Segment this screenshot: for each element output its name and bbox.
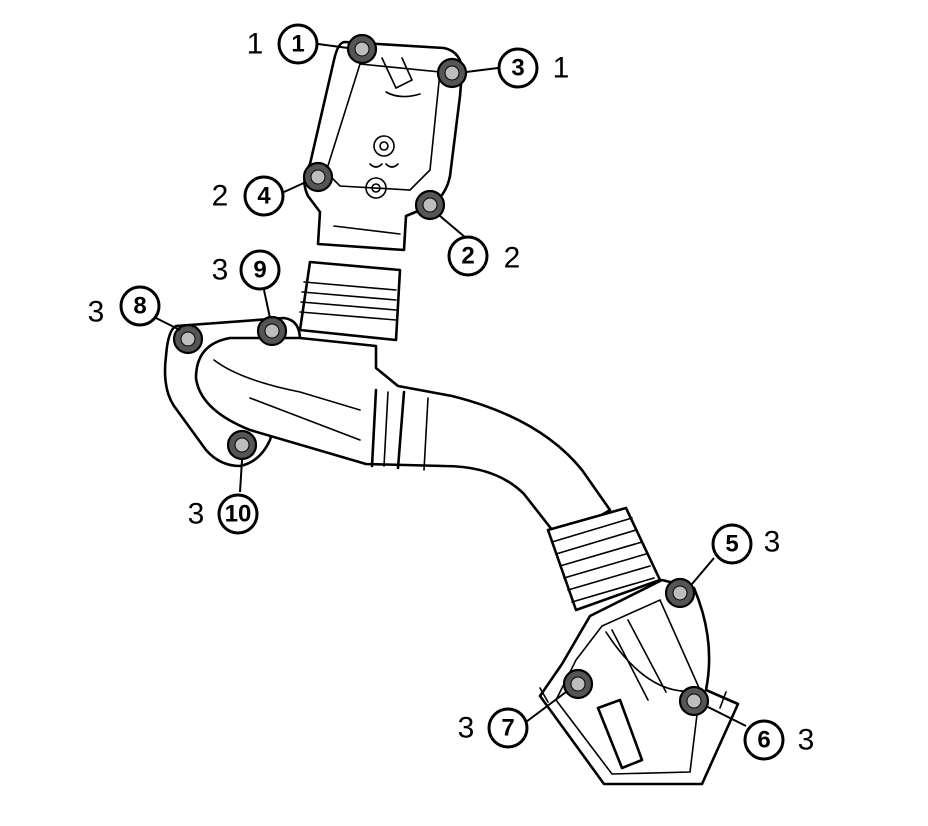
callout-6: 6 3 xyxy=(743,719,815,761)
tightening-sequence: 2 xyxy=(212,180,229,213)
crossover-pipe xyxy=(194,336,612,542)
tightening-sequence: 3 xyxy=(212,254,229,287)
callout-number: 5 xyxy=(725,531,738,558)
bolt-icon xyxy=(562,668,594,700)
callout-number: 8 xyxy=(133,293,146,320)
upper-bellows xyxy=(298,260,402,342)
lower-flange xyxy=(538,578,740,786)
callout-8: 8 3 xyxy=(88,285,161,329)
bolt-icon xyxy=(302,161,334,193)
callout-10: 10 3 xyxy=(188,493,259,535)
tightening-sequence: 2 xyxy=(504,242,521,275)
leader-lines xyxy=(155,43,747,727)
callout-number: 9 xyxy=(253,257,266,284)
callout-2: 2 2 xyxy=(447,235,521,277)
tightening-sequence: 3 xyxy=(798,724,815,757)
bolt-icon xyxy=(414,189,446,221)
callout-9: 9 3 xyxy=(212,249,281,291)
bolt-icon xyxy=(346,33,378,65)
callout-number: 7 xyxy=(501,715,514,742)
callout-7: 7 3 xyxy=(458,707,529,749)
callout-3: 3 1 xyxy=(497,47,570,89)
tightening-sequence: 1 xyxy=(553,52,570,85)
tightening-sequence: 3 xyxy=(458,712,475,745)
callout-number: 4 xyxy=(257,183,271,210)
callout-number: 10 xyxy=(225,501,252,528)
bolt-icon xyxy=(172,323,204,355)
callout-number: 2 xyxy=(461,243,474,270)
bolt-icon xyxy=(226,429,258,461)
bolt-icon xyxy=(678,685,710,717)
callout-4: 4 2 xyxy=(212,175,285,217)
tightening-sequence: 3 xyxy=(188,498,205,531)
callout-5: 5 3 xyxy=(711,523,781,565)
tightening-sequence: 3 xyxy=(88,296,105,329)
bolt-icon xyxy=(436,57,468,89)
callout-number: 3 xyxy=(511,55,524,82)
fasteners xyxy=(172,33,710,717)
bolt-icon xyxy=(256,315,288,347)
callout-number: 1 xyxy=(291,31,304,58)
bolt-icon xyxy=(664,577,696,609)
tightening-sequence: 1 xyxy=(247,28,264,61)
tightening-sequence: 3 xyxy=(764,526,781,559)
callout-1: 1 1 xyxy=(247,23,319,65)
callout-number: 6 xyxy=(757,727,770,754)
